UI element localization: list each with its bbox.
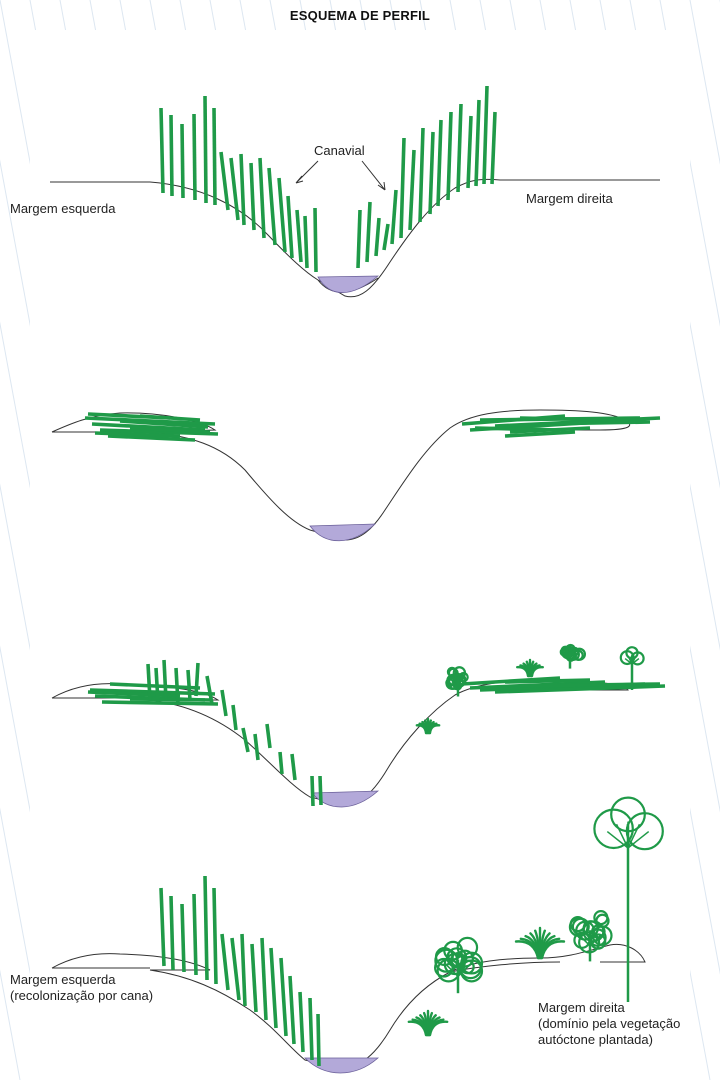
grass-blade xyxy=(430,725,439,733)
cane-stalk xyxy=(288,196,292,258)
cane-stalk xyxy=(318,1014,319,1066)
cane-stalk xyxy=(255,734,258,760)
cane-stalk xyxy=(281,958,286,1036)
cane-stalk xyxy=(305,216,307,268)
cane-stalk xyxy=(194,894,196,975)
cane-stalk xyxy=(161,888,164,966)
river-water xyxy=(305,1058,378,1073)
fallen-cane xyxy=(505,680,590,682)
pointer-arrow xyxy=(296,161,318,183)
fallen-cane xyxy=(540,422,650,424)
cane-stalk xyxy=(410,150,414,230)
cane-stalk xyxy=(297,210,301,262)
cane-stalk xyxy=(438,120,441,206)
cane-stalk xyxy=(171,115,172,196)
cane-stalk xyxy=(320,776,321,805)
fallen-cane xyxy=(110,684,200,688)
cane-stalk xyxy=(161,108,163,193)
cane-stalk xyxy=(376,218,379,256)
profile-3 xyxy=(52,645,665,807)
profile-2 xyxy=(52,410,660,541)
cane-stalk xyxy=(492,112,495,184)
cane-stalk xyxy=(222,934,228,990)
cane-stalk xyxy=(243,728,248,752)
right-bank-label: Margem direita xyxy=(526,191,613,207)
cane-stalk xyxy=(312,776,313,806)
cane-stalk xyxy=(267,724,270,748)
right-bank-label-line2: (domínio pela vegetação xyxy=(538,1016,680,1032)
cane-stalk xyxy=(290,976,294,1044)
grass-clump xyxy=(409,1011,447,1035)
fallen-cane xyxy=(130,699,212,700)
cane-stalk xyxy=(430,132,433,214)
cane-stalk xyxy=(205,876,207,980)
cane-field-label: Canavial xyxy=(314,143,365,159)
pointer-arrow xyxy=(362,161,385,190)
shrub xyxy=(435,938,482,993)
cane-stalk xyxy=(214,888,216,984)
left-bank-label-line2: (recolonização por cana) xyxy=(10,988,153,1004)
cane-stalk xyxy=(241,154,244,225)
cane-stalk xyxy=(384,224,388,250)
right-bank-label-line3: autóctone plantada) xyxy=(538,1032,653,1048)
fallen-cane xyxy=(520,418,620,420)
cane-stalk xyxy=(231,158,238,220)
diagram-title: ESQUEMA DE PERFIL xyxy=(0,8,720,23)
cane-stalk xyxy=(260,158,264,238)
cane-stalk xyxy=(176,668,178,704)
cane-stalk xyxy=(358,210,360,268)
cane-stalk xyxy=(171,896,173,970)
cane-stalk xyxy=(280,752,282,774)
cane-stalk xyxy=(392,190,396,244)
cane-stalk xyxy=(269,168,275,245)
cane-stalk xyxy=(315,208,316,272)
grass-clump xyxy=(517,660,543,676)
cane-stalk xyxy=(252,944,256,1012)
cane-stalk xyxy=(310,998,312,1060)
cane-stalk xyxy=(420,128,423,222)
river-water xyxy=(310,524,375,541)
cane-stalk xyxy=(164,660,166,700)
right-bank-label-line1: Margem direita xyxy=(538,1000,625,1016)
cane-stalk xyxy=(205,96,206,203)
cane-stalk xyxy=(458,104,461,192)
cane-stalk xyxy=(182,904,184,972)
tree xyxy=(594,798,662,1002)
cane-stalk xyxy=(222,690,226,716)
shrub xyxy=(446,667,467,696)
cane-stalk xyxy=(476,100,479,186)
cane-stalk xyxy=(262,938,266,1020)
cane-stalk xyxy=(214,108,215,205)
cane-stalk xyxy=(292,754,295,780)
cane-stalk xyxy=(484,86,487,184)
cane-stalk xyxy=(242,934,245,1006)
fallen-cane xyxy=(520,684,660,686)
shrub xyxy=(561,645,585,669)
cane-stalk xyxy=(194,114,195,200)
fallen-cane xyxy=(475,428,560,430)
left-bank-label: Margem esquerda xyxy=(10,201,116,217)
cane-stalk xyxy=(279,178,285,252)
cane-stalk xyxy=(367,202,370,262)
grass-clump xyxy=(417,719,439,733)
cane-stalk xyxy=(182,124,183,198)
cane-stalk xyxy=(148,664,150,700)
tree-branch xyxy=(607,832,628,848)
cane-stalk xyxy=(300,992,303,1052)
cane-stalk xyxy=(468,116,471,188)
cane-stalk xyxy=(232,938,239,1000)
river-water xyxy=(318,276,378,293)
grass-clump xyxy=(516,928,564,958)
cane-stalk xyxy=(156,668,158,702)
fallen-cane xyxy=(102,702,218,704)
cane-stalk xyxy=(271,948,276,1028)
cane-stalk xyxy=(188,670,190,700)
left-bank-label-line1: Margem esquerda xyxy=(10,972,116,988)
cane-stalk xyxy=(401,138,404,238)
cane-stalk xyxy=(448,112,451,200)
cane-stalk xyxy=(233,705,236,730)
cane-stalk xyxy=(196,663,198,696)
